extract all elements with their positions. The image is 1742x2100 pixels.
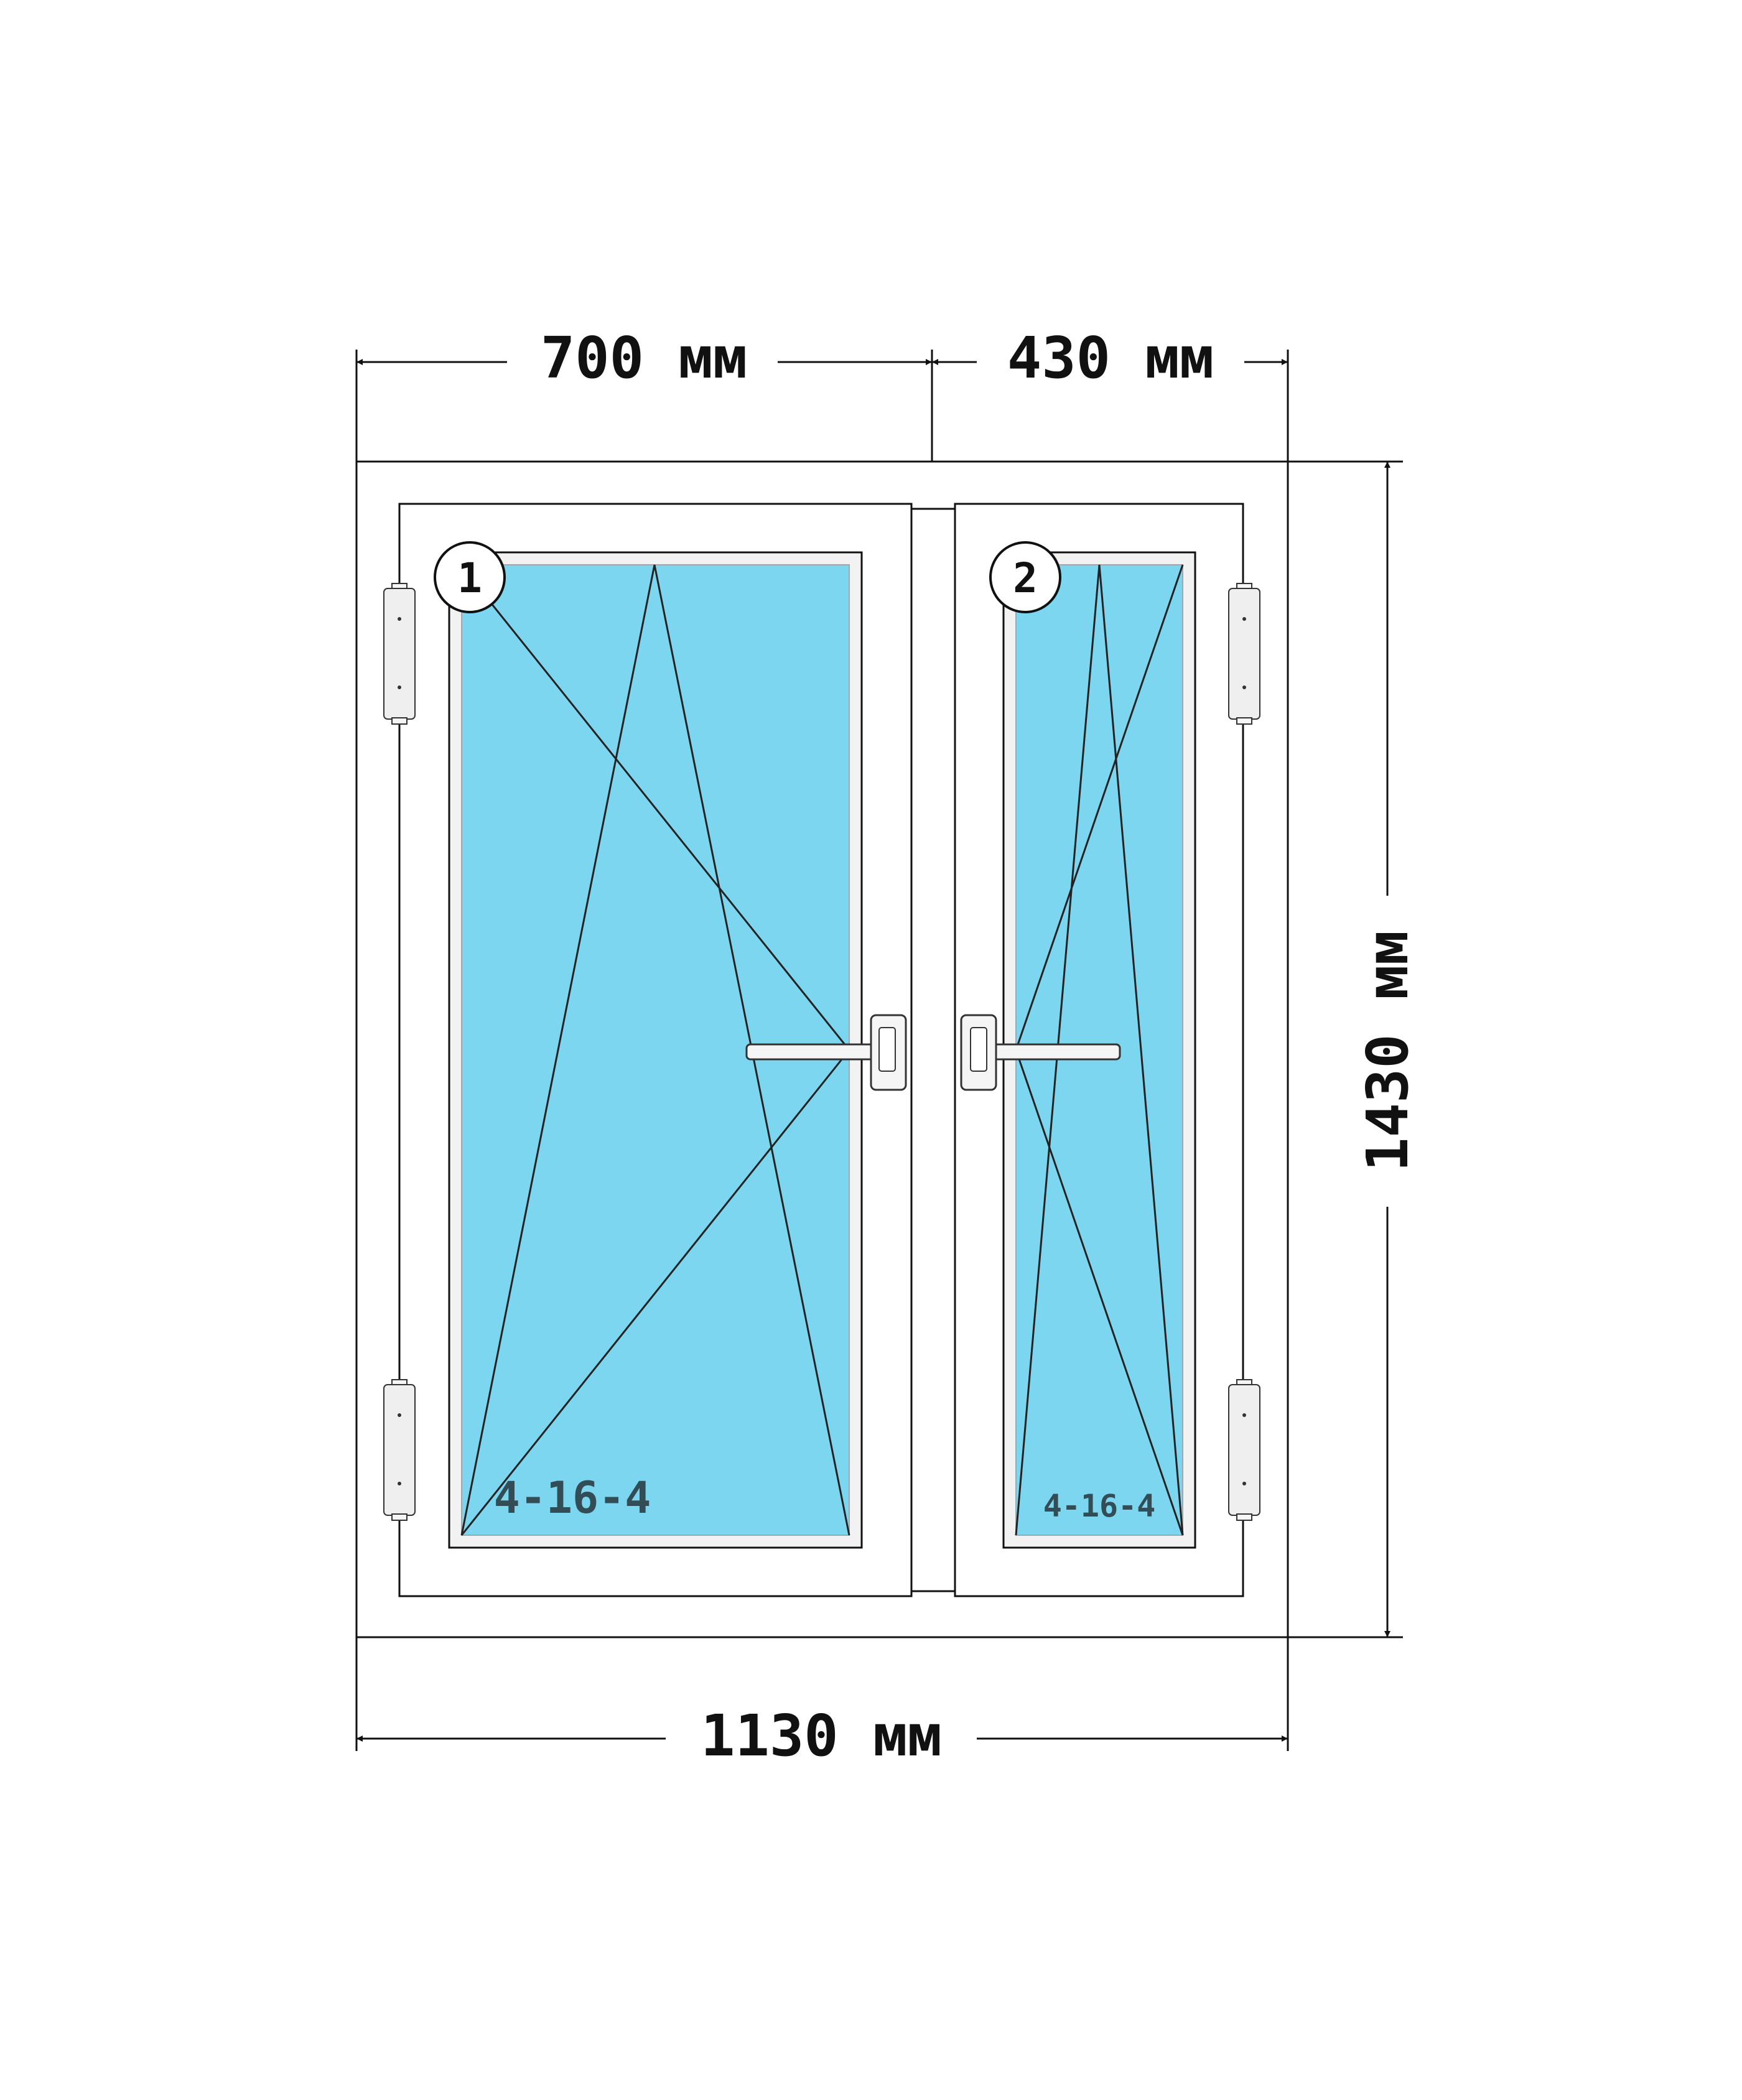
hinge-icon bbox=[383, 1379, 416, 1521]
sash-1-glass-label: 4-16-4 bbox=[494, 1472, 651, 1523]
dim-total-height-label: 1430 мм bbox=[1354, 931, 1421, 1172]
hinge-icon bbox=[1228, 1379, 1260, 1521]
sash-2: 2 4-16-4 bbox=[954, 503, 1260, 1597]
hinge-icon bbox=[1228, 583, 1260, 725]
dimension-lines bbox=[356, 359, 1390, 1742]
mullion bbox=[911, 508, 955, 1592]
sash-1-number: 1 bbox=[457, 554, 482, 602]
handle-icon bbox=[960, 1014, 1121, 1091]
sash-1: 1 4-16-4 bbox=[383, 503, 913, 1597]
sash-2-number: 2 bbox=[1013, 554, 1038, 602]
dim-right-sash-label: 430 мм bbox=[1007, 325, 1214, 391]
hinge-icon bbox=[383, 583, 416, 725]
dim-total-width-label: 1130 мм bbox=[701, 1703, 942, 1769]
sash-1-number-badge: 1 bbox=[434, 541, 506, 613]
extension-lines bbox=[355, 350, 1403, 1751]
sash-2-glass-label: 4-16-4 bbox=[1043, 1488, 1156, 1524]
dim-left-sash-label: 700 мм bbox=[541, 325, 747, 391]
handle-icon bbox=[745, 1014, 907, 1091]
sash-2-number-badge: 2 bbox=[989, 541, 1061, 613]
